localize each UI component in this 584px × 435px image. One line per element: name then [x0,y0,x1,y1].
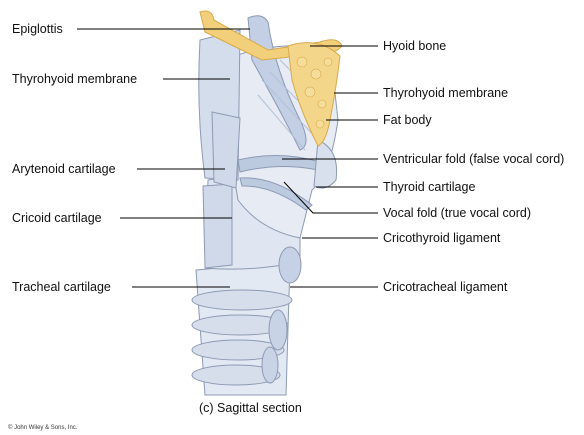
label-thyrohyoid-membrane-right: Thyrohyoid membrane [383,86,508,100]
label-epiglottis: Epiglottis [12,22,63,36]
label-cricoid-cartilage: Cricoid cartilage [12,211,102,225]
fat-lobule [316,120,324,128]
cricotracheal-ring [279,247,301,283]
cricoid-lamina [203,184,232,268]
label-ventricular-fold: Ventricular fold (false vocal cord) [383,152,564,166]
fat-lobule [324,58,332,66]
tracheal-ring-side [269,310,287,350]
label-vocal-fold: Vocal fold (true vocal cord) [383,206,531,220]
label-tracheal-cartilage: Tracheal cartilage [12,280,111,294]
label-cricotracheal-ligament: Cricotracheal ligament [383,280,507,294]
tracheal-ring [192,290,292,310]
fat-lobule [311,69,321,79]
fat-lobule [297,57,307,67]
label-thyrohyoid-membrane-left: Thyrohyoid membrane [12,72,137,86]
copyright-notice: © John Wiley & Sons, Inc. [8,425,77,431]
label-cricothyroid-ligament: Cricothyroid ligament [383,231,500,245]
label-thyroid-cartilage: Thyroid cartilage [383,180,475,194]
fat-lobule [305,87,315,97]
label-arytenoid-cartilage: Arytenoid cartilage [12,162,116,176]
label-fat-body: Fat body [383,113,432,127]
trachea [192,262,292,395]
arytenoid-shape [212,112,240,188]
label-hyoid-bone: Hyoid bone [383,39,446,53]
fat-lobule [318,100,326,108]
tracheal-ring-side [262,347,278,383]
figure-caption: (c) Sagittal section [199,401,302,415]
